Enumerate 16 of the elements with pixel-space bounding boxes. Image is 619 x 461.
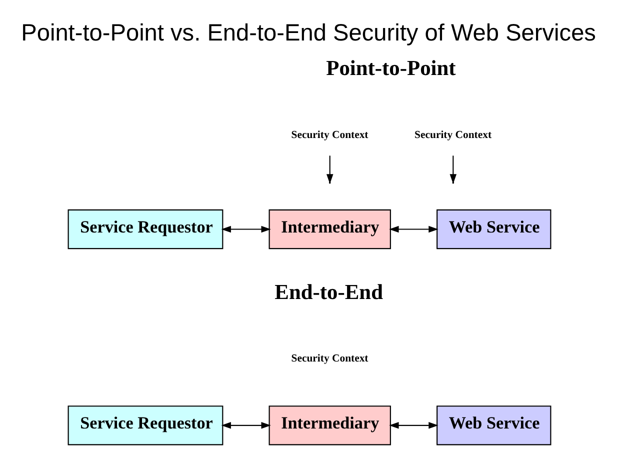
label: End-to-End — [274, 279, 384, 304]
node-text: Security Context — [414, 128, 492, 140]
arrow — [389, 225, 438, 232]
node-box: Intermediary — [268, 208, 391, 249]
node-box: Web Service — [436, 405, 552, 445]
arrow — [389, 422, 438, 428]
arrow — [221, 422, 271, 428]
node-box: Intermediary — [268, 405, 391, 445]
label: Security Context — [291, 352, 368, 364]
diagram-title: Point-to-Point vs. End-to-End Security of Web Services — [21, 18, 596, 45]
node-box: Service Requestor — [68, 405, 224, 445]
arrow — [221, 225, 271, 232]
node-box: Service Requestor — [68, 208, 224, 249]
node-text: Security Context — [291, 128, 368, 140]
label: Point-to-Point — [326, 56, 456, 80]
node-box: Web Service — [436, 208, 552, 249]
